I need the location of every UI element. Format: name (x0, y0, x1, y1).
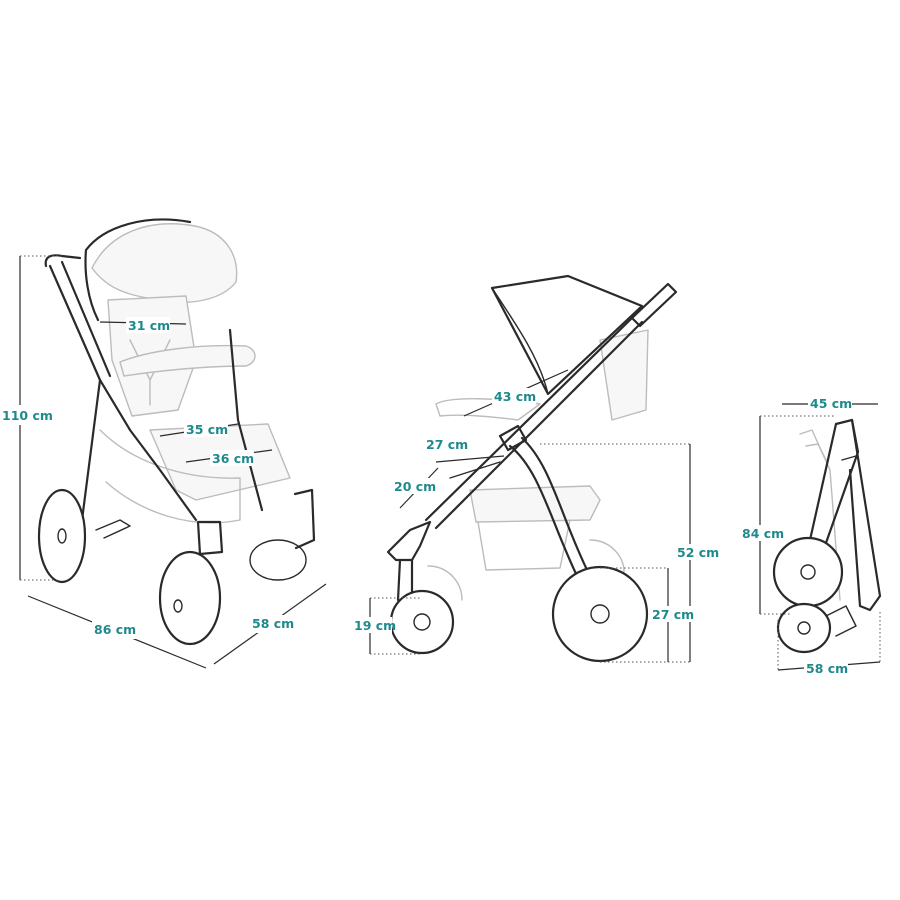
handlebar (44, 254, 82, 268)
side-rear-leg-2 (520, 436, 592, 578)
folded-rear-hub (800, 564, 816, 580)
width-label: 58 cm (252, 616, 294, 631)
frame-main-left (48, 264, 198, 522)
length-label: 86 cm (94, 622, 136, 637)
side-front-hub (413, 613, 431, 631)
side-hinge (498, 424, 528, 452)
side-view-stroller (386, 274, 678, 663)
canopy-edge (84, 218, 192, 322)
side-view-dimensions: 43 cm 27 cm 20 cm 52 cm 27 cm 19 cm (352, 369, 719, 663)
folded-rear-wheel (772, 536, 844, 608)
rear-wheel-label: 27 cm (652, 607, 694, 622)
folded-view-stroller (772, 418, 882, 654)
front-wheel (158, 550, 222, 646)
backrest-label: 43 cm (494, 389, 536, 404)
front-caster (196, 520, 224, 556)
side-canopy (490, 274, 644, 396)
folded-view-dimensions: 45 cm 84 cm 58 cm (740, 396, 881, 677)
footrest-width-label: 36 cm (212, 451, 254, 466)
side-bumper-ghost (435, 398, 541, 421)
side-seat-rail (449, 461, 501, 479)
folded-front-hub (797, 621, 811, 635)
side-rear-fender-ghost (589, 539, 625, 573)
folded-height-label: 84 cm (742, 526, 784, 541)
folded-ghost-handle (805, 443, 827, 461)
seat-depth-label: 27 cm (426, 437, 468, 452)
frame-right (228, 328, 264, 512)
side-basket-ghost (477, 519, 571, 571)
seat-width-label: 35 cm (186, 422, 228, 437)
rear-axle (95, 519, 131, 539)
rear-right-wheel (249, 539, 307, 581)
side-front-wheel (389, 589, 455, 655)
side-rear-wheel (551, 565, 649, 663)
folded-caster (825, 605, 857, 637)
legrest-label: 20 cm (394, 479, 436, 494)
side-handle-tube (424, 316, 634, 522)
side-handle-tube-2 (434, 320, 644, 530)
folded-width-label: 58 cm (806, 661, 848, 676)
front-view-dimensions: 110 cm 86 cm 58 cm 31 cm 35 cm 36 cm (0, 255, 327, 669)
folded-frame-back (848, 418, 882, 612)
side-rear-leg (508, 444, 580, 580)
folded-depth-label: 45 cm (810, 396, 852, 411)
side-handlebar-grip (630, 282, 678, 328)
folded-hinge (841, 455, 857, 461)
folded-front-wheel (776, 602, 832, 654)
side-front-fender-ghost (427, 565, 463, 601)
side-canopy-seam (491, 287, 549, 395)
frame-rail-left (60, 260, 112, 378)
front-view-stroller (37, 218, 316, 646)
side-caster-housing (386, 520, 432, 562)
seat-height-label: 52 cm (677, 545, 719, 560)
bumper-bar-ghost (119, 344, 256, 377)
backrest-width-label: 31 cm (128, 318, 170, 333)
rear-left-hub (57, 528, 67, 544)
front-wheel-hub (173, 599, 183, 613)
front-wheel-label: 19 cm (354, 618, 396, 633)
rear-left-wheel (37, 488, 87, 584)
canopy-ghost (91, 223, 238, 303)
rear-right-mount (293, 488, 316, 550)
basket-ghost (99, 429, 241, 524)
side-seat-ghost (469, 485, 601, 523)
folded-frame-rear (808, 422, 838, 542)
side-rear-hub (590, 604, 610, 624)
height-label: 110 cm (2, 408, 53, 423)
seat-depth-dim-line (435, 455, 505, 463)
